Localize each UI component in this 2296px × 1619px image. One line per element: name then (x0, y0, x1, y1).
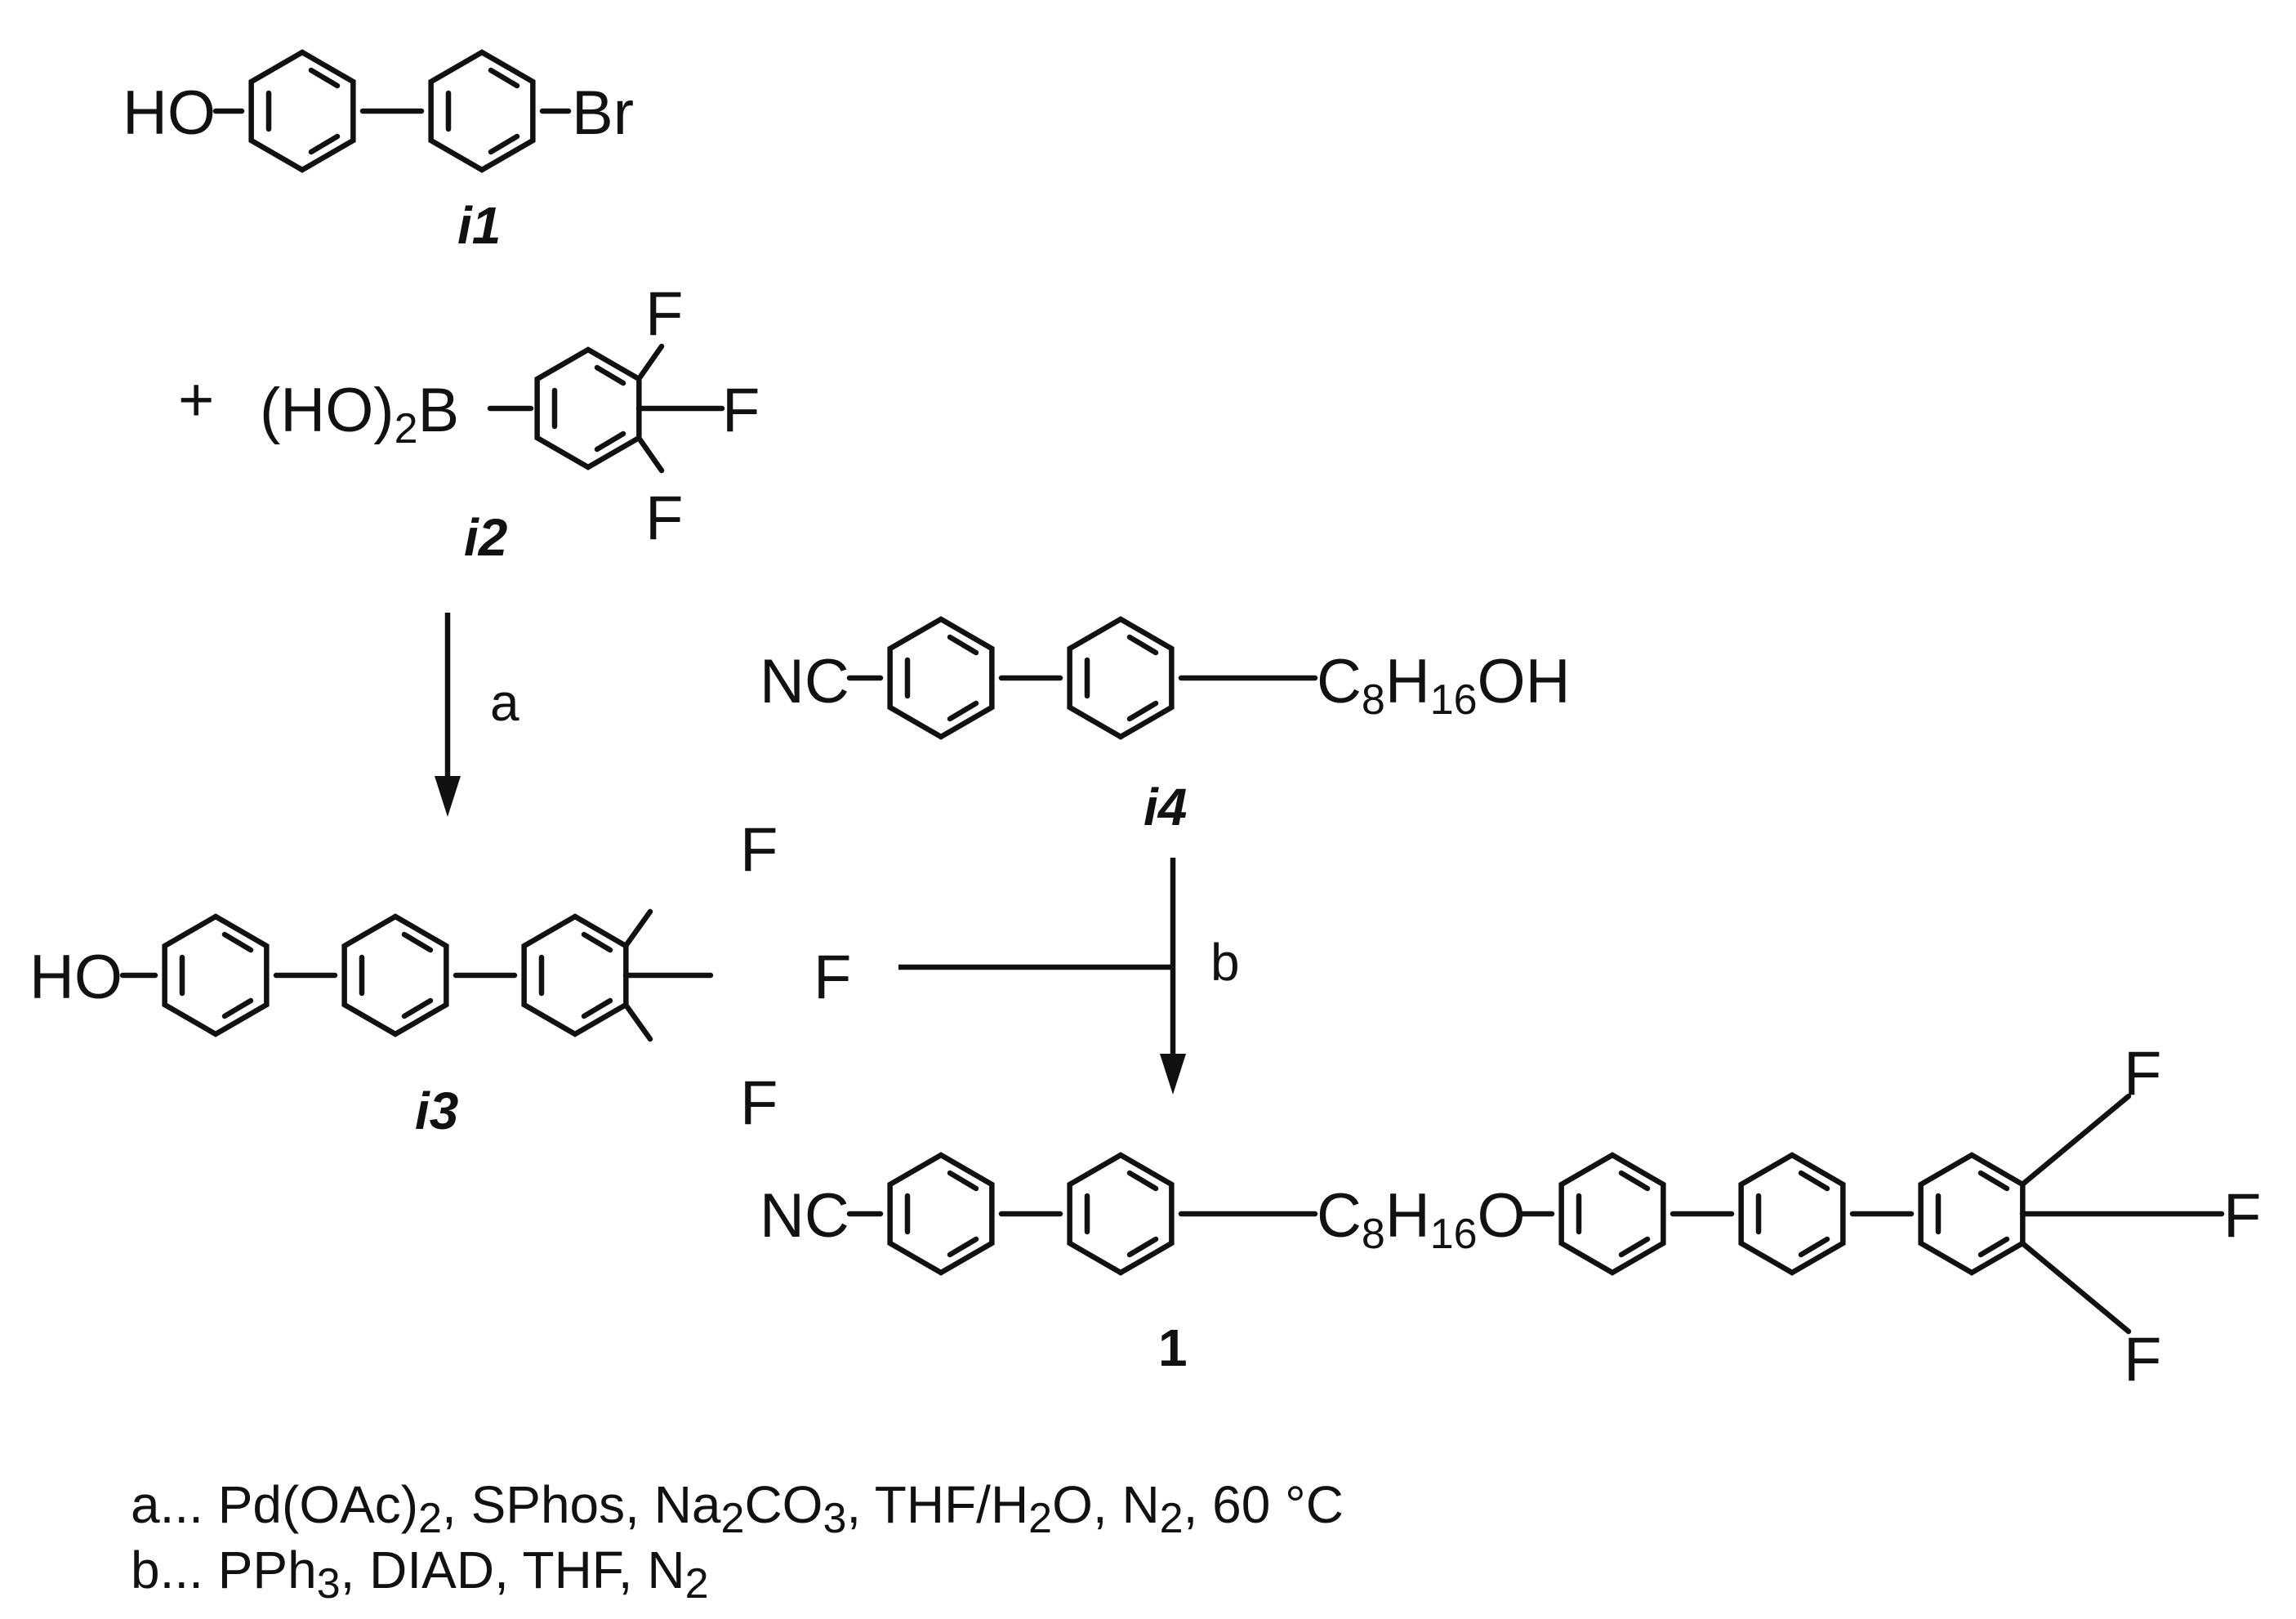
reaction-conditions: a... Pd(OAc)2, SPhos, Na2CO3, THF/H2O, N… (131, 1475, 1344, 1608)
compound-i1: HO Br i1 (123, 52, 634, 255)
benzene-ring (1741, 1155, 1843, 1273)
nitrile-label: NC (760, 647, 849, 716)
condition-b: b... PPh3, DIAD, THF, N2 (131, 1541, 709, 1608)
nitrile-label: NC (760, 1181, 849, 1251)
boronic-acid-label: (HO)2B (260, 376, 459, 453)
plus-sign: + (178, 365, 214, 435)
fluorine-label: F (2223, 1181, 2261, 1251)
alkyl-chain-label: C8H16OH (1317, 647, 1571, 724)
benzene-ring (1070, 1155, 1172, 1273)
arrow-label-a: a (490, 673, 519, 732)
reaction-arrow-a: a (435, 613, 519, 817)
bromine-label: Br (572, 78, 634, 148)
compound-id-i1: i1 (457, 196, 501, 255)
compound-id-i2: i2 (464, 508, 507, 567)
compound-1: NC C8H16O F F F 1 (760, 1039, 2261, 1394)
fluorine-label: F (740, 1068, 778, 1138)
hydroxyl-label: HO (29, 943, 123, 1012)
condition-a: a... Pd(OAc)2, SPhos, Na2CO3, THF/H2O, N… (131, 1475, 1344, 1542)
fluorine-label: F (645, 279, 683, 349)
benzene-ring (431, 52, 533, 170)
alkyl-chain-label: C8H16O (1317, 1181, 1526, 1258)
compound-id-i3: i3 (415, 1082, 458, 1140)
benzene-ring (537, 350, 640, 467)
fluorine-label: F (740, 815, 778, 885)
benzene-ring (890, 619, 992, 737)
compound-i2: + (HO)2B F F F i2 (178, 279, 760, 567)
reaction-arrow-b: b (898, 858, 1240, 1095)
fluorine-label: F (2124, 1039, 2161, 1108)
compound-i3: HO F F F i3 (29, 815, 851, 1140)
benzene-ring (345, 917, 447, 1034)
hydroxyl-label: HO (123, 78, 216, 148)
arrow-label-b: b (1210, 933, 1240, 992)
benzene-ring (1921, 1155, 2023, 1273)
benzene-ring (890, 1155, 992, 1273)
benzene-ring (1562, 1155, 1664, 1273)
compound-id-i4: i4 (1144, 778, 1187, 836)
benzene-ring (524, 917, 626, 1034)
benzene-ring (1070, 619, 1172, 737)
compound-id-1: 1 (1158, 1318, 1188, 1377)
fluorine-label: F (814, 943, 851, 1012)
fluorine-label: F (2124, 1325, 2161, 1394)
benzene-ring (252, 52, 354, 170)
fluorine-label: F (722, 376, 760, 445)
compound-i4: NC C8H16OH i4 (760, 619, 1571, 836)
fluorine-label: F (645, 484, 683, 553)
benzene-ring (165, 917, 267, 1034)
